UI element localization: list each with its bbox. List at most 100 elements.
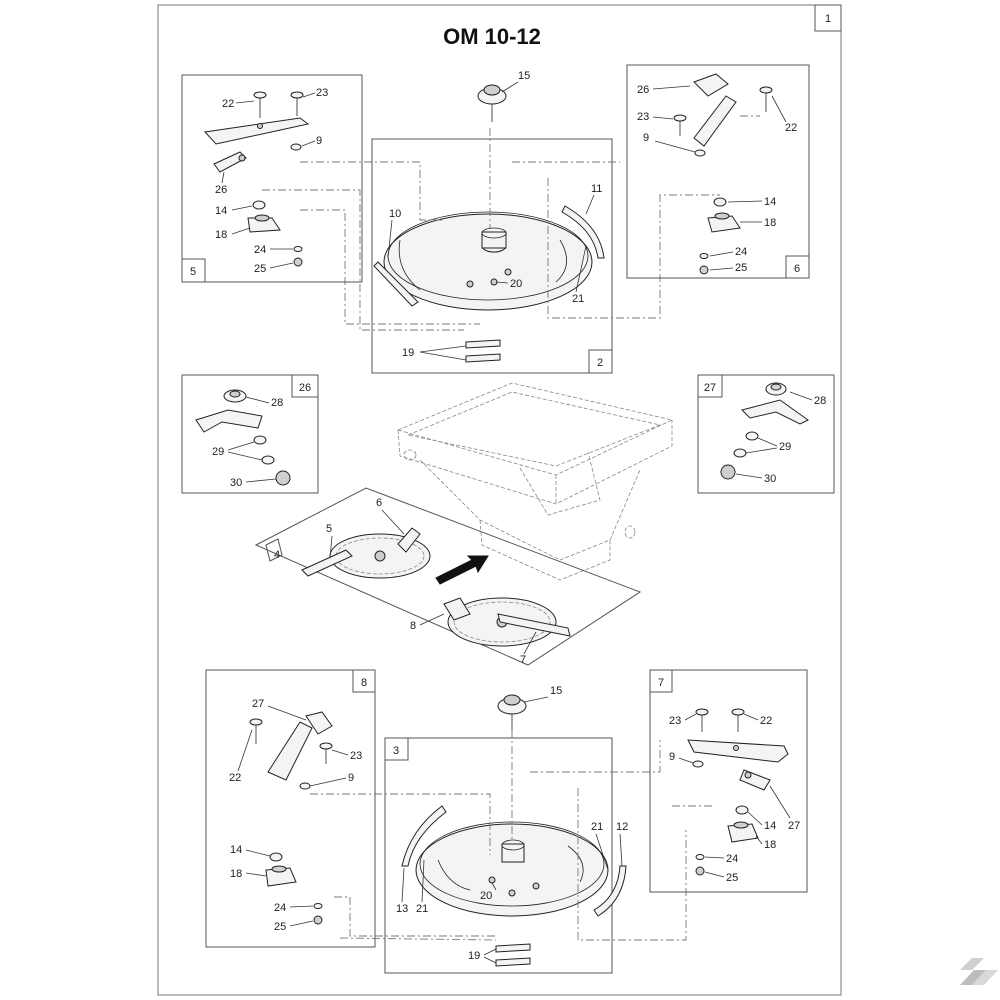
leader-line [381, 509, 405, 535]
callout-29: 29 [212, 446, 224, 458]
disc-bolt [504, 268, 512, 276]
vane-strip-right [593, 865, 627, 917]
washer-29 [745, 431, 759, 441]
callout-9: 9 [316, 135, 322, 147]
callout-14: 14 [215, 205, 227, 217]
washer-29 [733, 448, 747, 458]
leader-line [483, 948, 497, 964]
holder-nut [238, 154, 246, 162]
agitator-blade [195, 409, 263, 433]
callout-18: 18 [215, 229, 227, 241]
callout-5: 5 [326, 523, 332, 535]
callout-25: 25 [726, 872, 738, 884]
disc-slot-right [555, 239, 567, 283]
leader-line [743, 713, 759, 721]
leader-line [387, 219, 393, 259]
callout-18: 18 [764, 217, 776, 229]
hopper-fitting [624, 525, 636, 539]
callout-21: 21 [572, 293, 584, 305]
view-6-right-vane-detail: 6 26 22 23 9 14 18 24 25 [626, 64, 810, 279]
agitator-blade [741, 399, 809, 425]
leader-line [595, 833, 609, 871]
pivot-block-top [733, 821, 749, 829]
view-27-label-box [697, 374, 723, 398]
leader-line [269, 262, 294, 269]
carriage-bolt-22 [759, 86, 773, 94]
leader-line [301, 140, 316, 147]
leader-line [704, 871, 725, 878]
vane-blade [693, 95, 737, 147]
leader-line [709, 267, 734, 271]
washer-9 [692, 760, 704, 768]
washer-29 [253, 435, 267, 445]
washer-24 [695, 854, 705, 860]
spacer-plate [495, 943, 531, 953]
washer-24 [293, 246, 303, 252]
callout-27: 27 [788, 820, 800, 832]
view-6-label-box [785, 255, 810, 279]
view-4-label: 4 [274, 549, 280, 561]
leader-line [289, 905, 314, 908]
bolt-cap-15-bottom: 15 [497, 685, 562, 730]
callout-30: 30 [230, 477, 242, 489]
cap-nut-top [483, 84, 501, 96]
vane-blade [267, 721, 313, 781]
callout-8: 8 [410, 620, 416, 632]
carriage-bolt-23 [290, 91, 304, 99]
leader-line [704, 856, 725, 859]
vane-holder-6 [397, 527, 421, 553]
logo-stroke [960, 970, 986, 985]
disc-slot-right [567, 845, 584, 883]
callout-15: 15 [518, 70, 530, 82]
washer-9 [290, 143, 302, 151]
diagram-title: OM 10-12 [443, 24, 541, 49]
vane-holder-8 [443, 597, 471, 621]
callout-23: 23 [637, 111, 649, 123]
bushing-14 [735, 805, 749, 815]
nut-25 [695, 866, 705, 876]
disc-variant-a-teeth [335, 537, 425, 575]
hopper-base [479, 519, 611, 581]
leader-line [654, 140, 696, 153]
callout-7: 7 [520, 654, 526, 666]
view-27-label: 27 [704, 382, 716, 394]
callout-15: 15 [550, 685, 562, 697]
hopper-fitting [403, 449, 417, 461]
leader-line [329, 535, 333, 559]
callout-25: 25 [735, 262, 747, 274]
leader-line [245, 872, 267, 877]
view-2-label-box [588, 349, 613, 374]
pivot-block-top [271, 865, 287, 873]
vane-strip-right [561, 205, 605, 259]
page-frame [157, 4, 842, 996]
assembly-line [547, 178, 720, 319]
callout-23: 23 [669, 715, 681, 727]
callout-20: 20 [480, 890, 492, 902]
leader-line [652, 116, 674, 120]
callout-24: 24 [735, 246, 747, 258]
callout-13: 13 [396, 903, 408, 915]
hopper-inner-rim [406, 391, 662, 467]
callout-26: 26 [637, 84, 649, 96]
disc-hub-top [501, 839, 525, 851]
disc-slot-left [437, 859, 471, 891]
callout-14: 14 [764, 820, 776, 832]
carriage-bolt-23 [319, 742, 333, 750]
leader-line [495, 281, 509, 284]
nut-25 [699, 265, 709, 275]
leader-line [227, 441, 263, 461]
pivot-block-top [254, 214, 270, 222]
nut-25 [293, 257, 303, 267]
disc-bolt [508, 889, 516, 897]
view-2-frame [371, 138, 613, 374]
view-6-label: 6 [794, 263, 800, 275]
callout-25: 25 [254, 263, 266, 275]
bushing-14 [269, 852, 283, 862]
leader-line [237, 729, 253, 772]
view-26-frame [181, 374, 319, 494]
hopper-chute [519, 451, 601, 516]
assembly-line [300, 161, 445, 221]
view-3-label-box [384, 737, 409, 761]
disc-hub-top [481, 227, 507, 239]
